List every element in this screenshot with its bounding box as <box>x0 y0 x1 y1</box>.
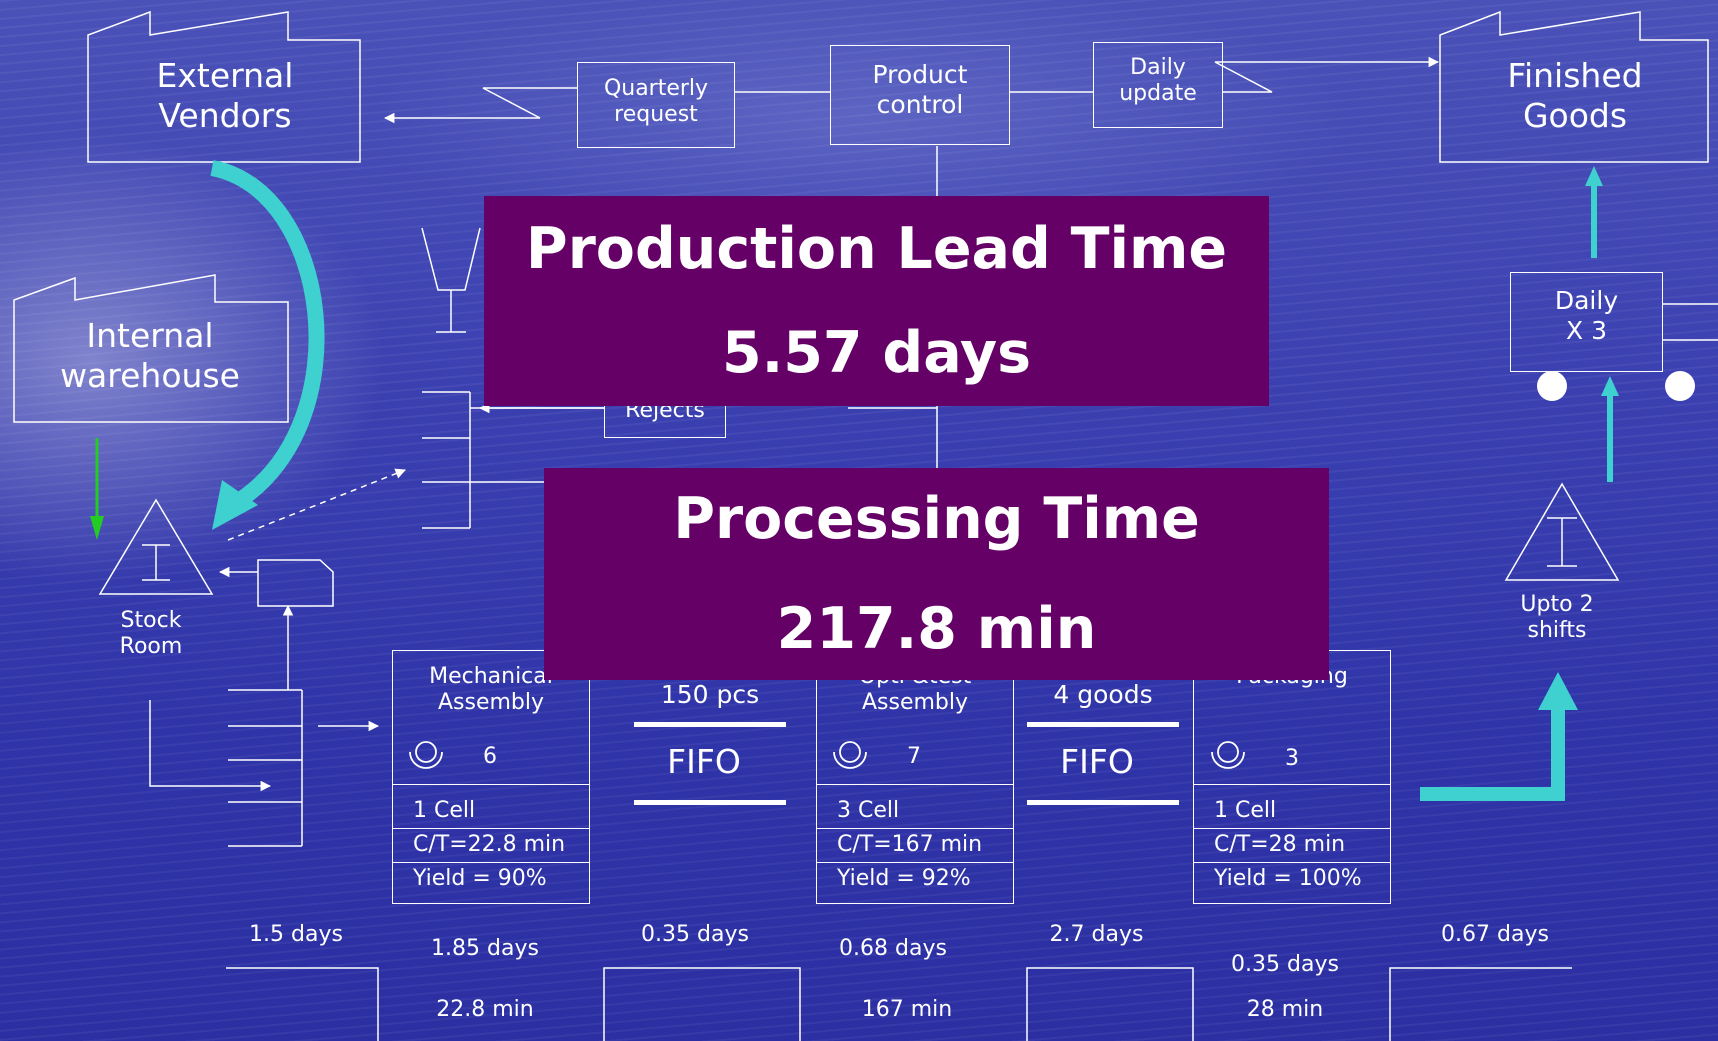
operator-count-opti-test: 7 <box>907 744 921 769</box>
operator-count-packaging: 3 <box>1285 746 1299 771</box>
cell-count-packaging: 1 Cell <box>1214 798 1277 823</box>
cell-count-mechanical: 1 Cell <box>413 798 476 823</box>
stage-days-3: 0.35 days <box>1231 952 1339 977</box>
teal-curved-arrow-icon <box>210 160 325 507</box>
fifo-bar-bottom-1 <box>634 800 786 805</box>
daily-x3-box <box>1510 272 1663 372</box>
external-vendors-factory-icon <box>87 10 361 163</box>
wait-time-4: 0.67 days <box>1441 922 1549 947</box>
fifo-bar-top-2 <box>1027 722 1179 727</box>
cycle-time-opti-test: C/T=167 min <box>837 832 983 857</box>
fifo-bar-top-1 <box>634 722 786 727</box>
finished-goods-factory-icon <box>1439 10 1709 163</box>
stage-days-2: 0.68 days <box>839 936 947 961</box>
yield-opti-test: Yield = 92% <box>837 866 971 891</box>
buffer-label-1: FIFO <box>667 742 741 781</box>
operator-count-mechanical: 6 <box>483 744 497 769</box>
process-time-1: 22.8 min <box>436 997 534 1022</box>
lead-time-overlay: Production Lead Time 5.57 days <box>484 196 1269 406</box>
cycle-time-mechanical: C/T=22.8 min <box>413 832 566 857</box>
buffer-qty-2: 4 goods <box>1053 680 1153 709</box>
quarterly-request-box <box>577 62 735 148</box>
wait-time-2: 0.35 days <box>641 922 749 947</box>
lead-time-title: Production Lead Time <box>525 216 1228 282</box>
process-time-2: 167 min <box>861 997 953 1022</box>
buffer-qty-1: 150 pcs <box>660 680 760 709</box>
daily-update-box <box>1093 42 1223 128</box>
fifo-bar-bottom-2 <box>1027 800 1179 805</box>
teal-elbow-arrow-icon <box>1420 708 1565 801</box>
lead-time-value: 5.57 days <box>721 320 1032 386</box>
yield-packaging: Yield = 100% <box>1214 866 1362 891</box>
internal-warehouse-factory-icon <box>13 274 289 423</box>
green-down-arrow-icon <box>90 516 104 540</box>
wait-time-3: 2.7 days <box>1049 922 1144 947</box>
cell-count-opti-test: 3 Cell <box>837 798 900 823</box>
process-box-mechanical <box>392 650 590 904</box>
wait-time-1: 1.5 days <box>249 922 343 947</box>
processing-time-title: Processing Time <box>673 486 1200 552</box>
cycle-time-packaging: C/T=28 min <box>1214 832 1346 857</box>
yield-mechanical: Yield = 90% <box>413 866 547 891</box>
processing-time-overlay: Processing Time 217.8 min <box>544 468 1329 680</box>
process-time-3: 28 min <box>1246 997 1324 1022</box>
processing-time-value: 217.8 min <box>776 596 1097 662</box>
product-control-box <box>830 45 1010 145</box>
stage-days-1: 1.85 days <box>431 936 539 961</box>
buffer-label-2: FIFO <box>1060 742 1134 781</box>
